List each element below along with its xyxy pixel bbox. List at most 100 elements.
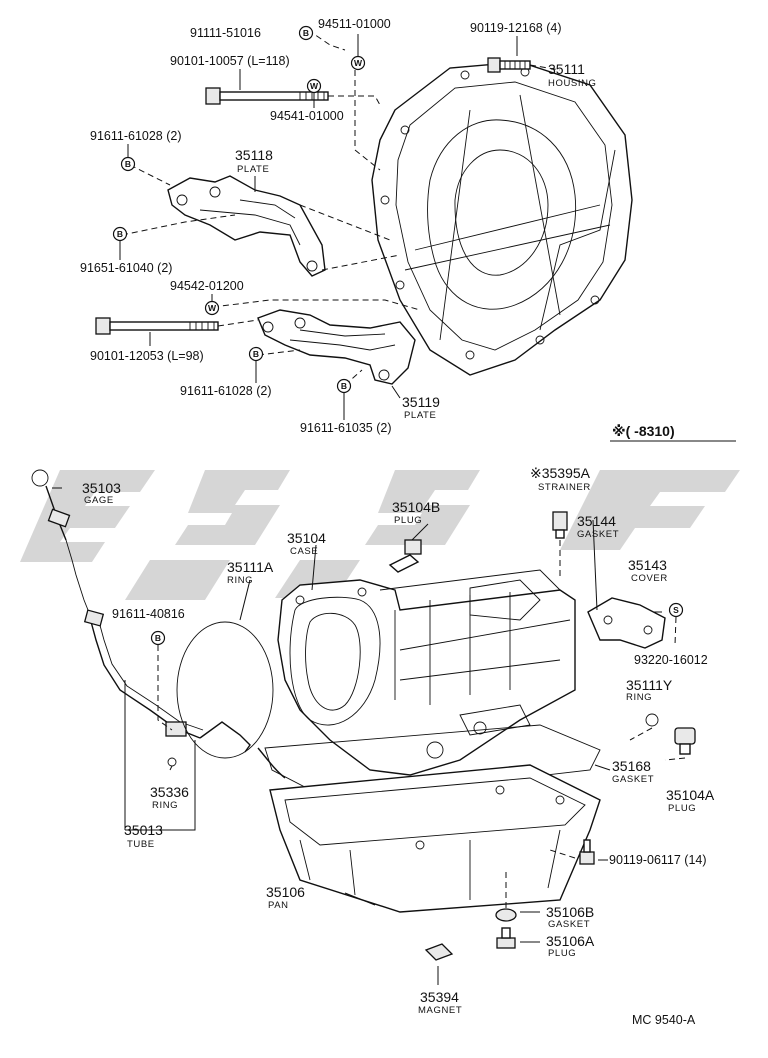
- svg-text:W: W: [208, 303, 217, 313]
- pan-caption: PAN: [268, 900, 289, 911]
- strainer-35395a: [552, 511, 568, 539]
- plug-35104a: [674, 727, 696, 755]
- lower-leader-lines: [52, 487, 686, 985]
- label-91111-51016: 91111-51016: [190, 26, 261, 40]
- tube-caption: TUBE: [127, 839, 155, 850]
- watermark-logo: [20, 470, 740, 600]
- applicability-note: ※( -8310): [612, 423, 675, 439]
- label-91611-61035: 91611-61035 (2): [300, 421, 392, 435]
- diagram-code: MC 9540-A: [632, 1013, 696, 1027]
- gasket-35144-part-number: 35144: [577, 513, 616, 529]
- label-90119-12168: 90119-12168 (4): [470, 21, 562, 35]
- label-90119-06117: 90119-06117 (14): [609, 853, 707, 867]
- bolt-90119-06117: [579, 839, 595, 865]
- ring-35111a-caption: RING: [227, 575, 253, 586]
- svg-text:B: B: [155, 633, 161, 643]
- plate-35119-caption: PLATE: [404, 410, 436, 421]
- bolt-90101-12053: [95, 317, 219, 335]
- cover-35143: [587, 597, 666, 649]
- housing-part-number: 35111: [548, 61, 585, 77]
- dipstick-gage-35103: [31, 469, 91, 616]
- label-94542-01200: 94542-01200: [170, 279, 244, 293]
- svg-text:S: S: [673, 605, 679, 615]
- gasket-35168: [264, 724, 601, 801]
- ring-35111a: [176, 621, 274, 759]
- bolt-symbol-91111: B: [298, 25, 314, 41]
- bolt-90101-10057: [205, 87, 329, 105]
- gage-part-number: 35103: [82, 480, 121, 496]
- bolt-90119-12168: [487, 57, 531, 73]
- gasket-35106b: [495, 908, 517, 922]
- strainer-caption: STRAINER: [538, 482, 591, 493]
- label-91651-61040: 91651-61040 (2): [80, 261, 172, 275]
- ring-35336: [167, 757, 177, 767]
- plug-35104b: [388, 539, 422, 573]
- housing-caption: HOUSING: [548, 78, 597, 89]
- plug-35104a-caption: PLUG: [668, 803, 696, 814]
- label-90101-12053: 90101-12053 (L=98): [90, 349, 204, 363]
- magnet-35394: [424, 943, 454, 961]
- label-91611-61028-bot: 91611-61028 (2): [180, 384, 272, 398]
- plug-35104b-part-number: 35104B: [392, 499, 440, 515]
- ring-35111y-caption: RING: [626, 692, 652, 703]
- washer-symbol-94542: W: [204, 300, 220, 316]
- ring-35111y-part-number: 35111Y: [626, 677, 673, 693]
- plug-35104a-part-number: 35104A: [666, 787, 715, 803]
- cover-caption: COVER: [631, 573, 668, 584]
- svg-text:W: W: [354, 58, 363, 68]
- gasket-35106b-caption: GASKET: [548, 919, 590, 930]
- svg-text:B: B: [303, 28, 309, 38]
- label-94541-01000: 94541-01000: [270, 109, 344, 123]
- bell-housing-35111: [371, 61, 633, 376]
- plate-35119: [257, 309, 416, 385]
- plug-35106a-part-number: 35106A: [546, 933, 595, 949]
- label-91611-40816: 91611-40816: [112, 607, 185, 621]
- plate-35118: [167, 175, 326, 277]
- lower-symbols: B S: [150, 602, 684, 646]
- cover-part-number: 35143: [628, 557, 667, 573]
- label-94511-01000: 94511-01000: [318, 17, 391, 31]
- svg-text:B: B: [117, 229, 123, 239]
- gasket-35168-part-number: 35168: [612, 758, 651, 774]
- bolt-symbol-91651: B: [112, 226, 128, 242]
- case-part-number: 35104: [287, 530, 326, 546]
- bolt-symbol-91611-61035: B: [336, 378, 352, 394]
- svg-text:B: B: [341, 381, 347, 391]
- strainer-part-number: ※35395A: [530, 465, 591, 481]
- label-90101-10057: 90101-10057 (L=118): [170, 54, 290, 68]
- ring-35111a-part-number: 35111A: [227, 559, 274, 575]
- upper-leader-lines: [121, 29, 561, 386]
- gasket-35168-caption: GASKET: [612, 774, 654, 785]
- label-93220-16012: 93220-16012: [634, 653, 708, 667]
- plate-35119-part-number: 35119: [402, 394, 440, 410]
- svg-text:B: B: [125, 159, 131, 169]
- magnet-part-number: 35394: [420, 989, 459, 1005]
- svg-text:B: B: [253, 349, 259, 359]
- ring-35111y: [645, 713, 659, 727]
- bolt-symbol-91611-40816: B: [150, 630, 166, 646]
- gasket-35144-caption: GASKET: [577, 529, 619, 540]
- svg-text:W: W: [310, 81, 319, 91]
- pan-part-number: 35106: [266, 884, 305, 900]
- magnet-caption: MAGNET: [418, 1005, 462, 1016]
- plate-35118-part-number: 35118: [235, 147, 273, 163]
- bolt-symbol-91611-top: B: [120, 156, 136, 172]
- gasket-35106b-part-number: 35106B: [546, 904, 594, 920]
- oil-pan-35106: [269, 764, 601, 913]
- washer-symbol-94541: W: [306, 78, 322, 94]
- bolt-symbol-91611-bot: B: [248, 346, 264, 362]
- lower-labels: 35103 GAGE ※35395A STRAINER 35104B PLUG …: [82, 465, 715, 1016]
- case-caption: CASE: [290, 546, 318, 557]
- gage-caption: GAGE: [84, 495, 114, 506]
- ring-35336-caption: RING: [152, 800, 178, 811]
- plate-35118-caption: PLATE: [237, 164, 269, 175]
- filler-tube-35013: [83, 609, 286, 779]
- screw-symbol-93220: S: [668, 602, 684, 618]
- tube-part-number: 35013: [124, 822, 163, 838]
- plug-35106a-caption: PLUG: [548, 948, 576, 959]
- label-91611-61028-top: 91611-61028 (2): [90, 129, 182, 143]
- upper-labels: 91111-51016 94511-01000 90119-12168 (4) …: [80, 17, 597, 435]
- ring-35336-part-number: 35336: [150, 784, 189, 800]
- drain-plug-35106a: [496, 927, 516, 949]
